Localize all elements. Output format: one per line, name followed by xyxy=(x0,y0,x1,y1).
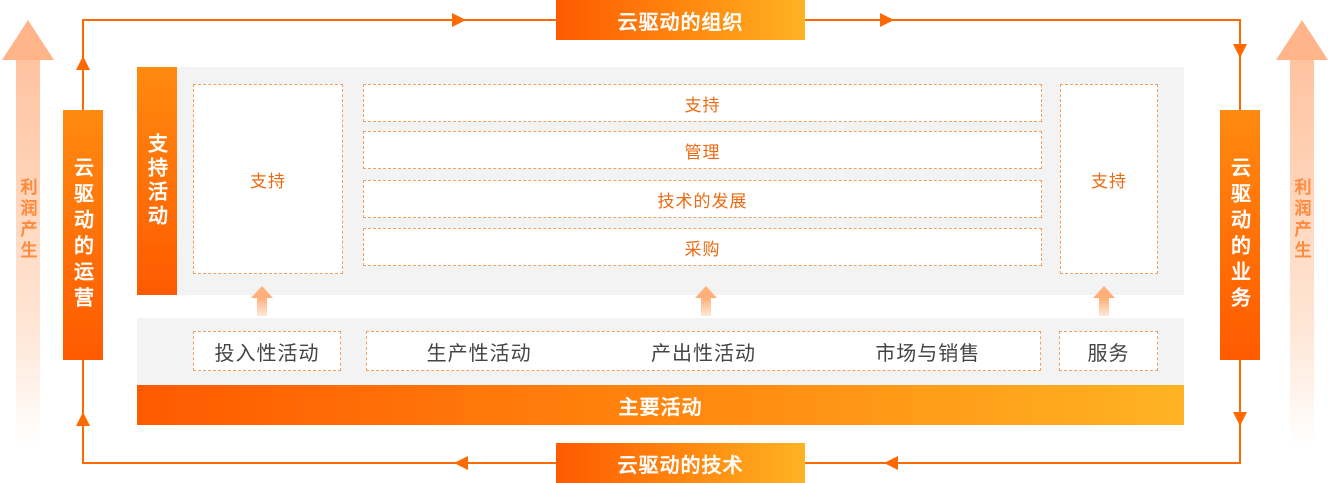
profit-arrow-left-icon xyxy=(2,20,54,445)
support-row: 技术的发展 xyxy=(363,180,1042,218)
up-arrow-icon xyxy=(251,286,273,316)
arrow-up-icon xyxy=(76,56,90,70)
support-row: 支持 xyxy=(363,84,1042,122)
banner-cloud-organization: 云驱动的组织 xyxy=(556,0,805,40)
primary-item: 生产性活动 xyxy=(426,340,532,365)
arrow-right-icon xyxy=(452,13,466,27)
arrow-down-icon xyxy=(1233,44,1247,58)
primary-box-service: 服务 xyxy=(1059,331,1158,371)
up-arrow-icon xyxy=(1093,286,1115,316)
arrow-left-icon xyxy=(454,456,468,470)
primary-box-operations: 生产性活动 产出性活动 市场与销售 xyxy=(366,331,1041,371)
support-box-right: 支持 xyxy=(1060,84,1158,274)
arrow-right-icon xyxy=(880,13,894,27)
banner-cloud-technology: 云驱动的技术 xyxy=(556,443,805,483)
arrow-left-icon xyxy=(884,456,898,470)
arrow-down-icon xyxy=(1233,412,1247,426)
primary-activities-label: 主要活动 xyxy=(137,385,1184,425)
support-activities-label: 支持活动 xyxy=(137,67,177,295)
profit-label-left: 利润产生 xyxy=(16,178,37,262)
up-arrow-icon xyxy=(695,286,717,316)
banner-cloud-business: 云驱动的业务 xyxy=(1220,110,1260,360)
banner-cloud-operations: 云驱动的运营 xyxy=(63,110,103,360)
profit-arrow-right-icon xyxy=(1276,20,1328,445)
arrow-up-icon xyxy=(76,412,90,426)
support-row: 采购 xyxy=(363,228,1042,266)
primary-item: 产出性活动 xyxy=(650,340,756,365)
profit-label-right: 利润产生 xyxy=(1290,178,1311,262)
primary-item: 市场与销售 xyxy=(875,340,981,365)
support-box-left: 支持 xyxy=(193,84,343,274)
support-row: 管理 xyxy=(363,131,1042,169)
primary-box-inbound: 投入性活动 xyxy=(193,331,341,371)
